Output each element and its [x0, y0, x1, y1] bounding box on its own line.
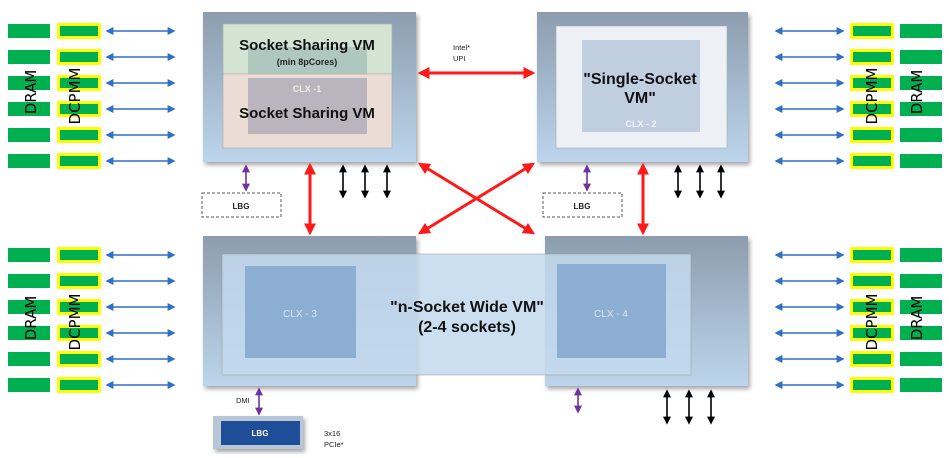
lbg-top-left: LBG — [201, 192, 282, 218]
upi-links — [304, 67, 649, 236]
pcie-label-line1: 3x16 — [324, 429, 340, 438]
dram-module-tr — [900, 128, 942, 142]
lbg-bottom-left-label: LBG — [252, 429, 269, 438]
dram-module-tr — [900, 154, 942, 168]
dcpmm-module-core — [853, 302, 891, 312]
dcpmm-module-core — [60, 156, 98, 166]
dcpmm-module-core — [60, 26, 98, 36]
lbg-top-left-label: LBG — [233, 202, 250, 211]
dcpmm-module-core — [60, 354, 98, 364]
dram-module-tr — [900, 24, 942, 38]
pcie-label-line2: PCIe* — [324, 440, 344, 449]
dcpmm-label-br: DCPMM — [863, 294, 881, 351]
dcpmm-module-core — [853, 328, 891, 338]
dcpmm-module-core — [853, 52, 891, 62]
dram-module-br — [900, 378, 942, 392]
clx3-label: CLX - 3 — [283, 309, 317, 320]
dcpmm-module-core — [853, 130, 891, 140]
vm-bottom-title: Socket Sharing VM — [239, 105, 375, 122]
dcpmm-label-tl: DCPMM — [66, 68, 84, 125]
dcpmm-module-core — [60, 302, 98, 312]
dram-module-bl — [8, 352, 50, 366]
upi-link-2-3 — [417, 162, 536, 235]
dcpmm-module-core — [853, 26, 891, 36]
dcpmm-module-core — [60, 380, 98, 390]
dram-module-br — [900, 248, 942, 262]
dram-label-br: DRAM — [908, 296, 926, 341]
dram-label-tr: DRAM — [908, 70, 926, 115]
memory-banks — [8, 23, 942, 393]
single-socket-vm-line1: "Single-Socket — [583, 71, 697, 88]
dcpmm-module-core — [60, 276, 98, 286]
dram-module-bl — [8, 248, 50, 262]
vm-top-title: Socket Sharing VM — [239, 37, 375, 54]
dram-module-br — [900, 326, 942, 340]
clx4-label: CLX - 4 — [594, 309, 628, 320]
dcpmm-label-bl: DCPMM — [66, 294, 84, 351]
clx2-label: CLX - 2 — [625, 119, 656, 129]
dram-module-bl — [8, 274, 50, 288]
dram-module-bl — [8, 300, 50, 314]
dram-module-tl — [8, 154, 50, 168]
dcpmm-module-core — [853, 354, 891, 364]
dcpmm-label-tr: DCPMM — [863, 68, 881, 125]
dram-module-tl — [8, 50, 50, 64]
dcpmm-module-core — [60, 328, 98, 338]
dram-label-bl: DRAM — [22, 296, 40, 341]
dram-module-br — [900, 352, 942, 366]
io-links — [339, 164, 725, 425]
dram-module-tl — [8, 24, 50, 38]
dram-module-tl — [8, 76, 50, 90]
upi-label-line2: UPI — [453, 54, 466, 63]
dram-label-tl: DRAM — [22, 70, 40, 115]
wide-vm-line1: "n-Socket Wide VM" — [390, 299, 544, 316]
socket-clx2: CLX - 2 "Single-Socket VM" — [537, 12, 748, 162]
dram-module-tr — [900, 76, 942, 90]
dcpmm-module-core — [853, 104, 891, 114]
dcpmm-module-core — [60, 250, 98, 260]
dram-module-br — [900, 274, 942, 288]
dram-module-tl — [8, 128, 50, 142]
dram-module-tl — [8, 102, 50, 116]
lbg-top-right: LBG — [542, 192, 623, 218]
dmi-label: DMI — [236, 396, 250, 405]
dram-module-bl — [8, 326, 50, 340]
dcpmm-module-core — [853, 250, 891, 260]
lbg-bottom-left: LBG — [213, 416, 303, 449]
dcpmm-module-core — [853, 380, 891, 390]
dcpmm-module-core — [853, 156, 891, 166]
socket-clx1: CLX -1 Socket Sharing VM (min 8pCores) S… — [203, 12, 416, 162]
dcpmm-module-core — [60, 52, 98, 62]
single-socket-vm-line2: VM" — [624, 90, 656, 107]
lbg-top-right-label: LBG — [574, 202, 591, 211]
wide-vm-line2: (2-4 sockets) — [418, 319, 516, 336]
upi-label-line1: Intel* — [453, 43, 470, 52]
lbg-links — [242, 164, 591, 416]
dcpmm-module-core — [853, 78, 891, 88]
vm-top-subtitle: (min 8pCores) — [277, 57, 338, 67]
dcpmm-module-core — [60, 130, 98, 140]
dram-module-bl — [8, 378, 50, 392]
dcpmm-module-core — [853, 276, 891, 286]
dram-module-tr — [900, 102, 942, 116]
dcpmm-module-core — [60, 78, 98, 88]
dram-module-tr — [900, 50, 942, 64]
dcpmm-module-core — [60, 104, 98, 114]
clx1-label: CLX -1 — [293, 84, 322, 94]
dram-module-br — [900, 300, 942, 314]
